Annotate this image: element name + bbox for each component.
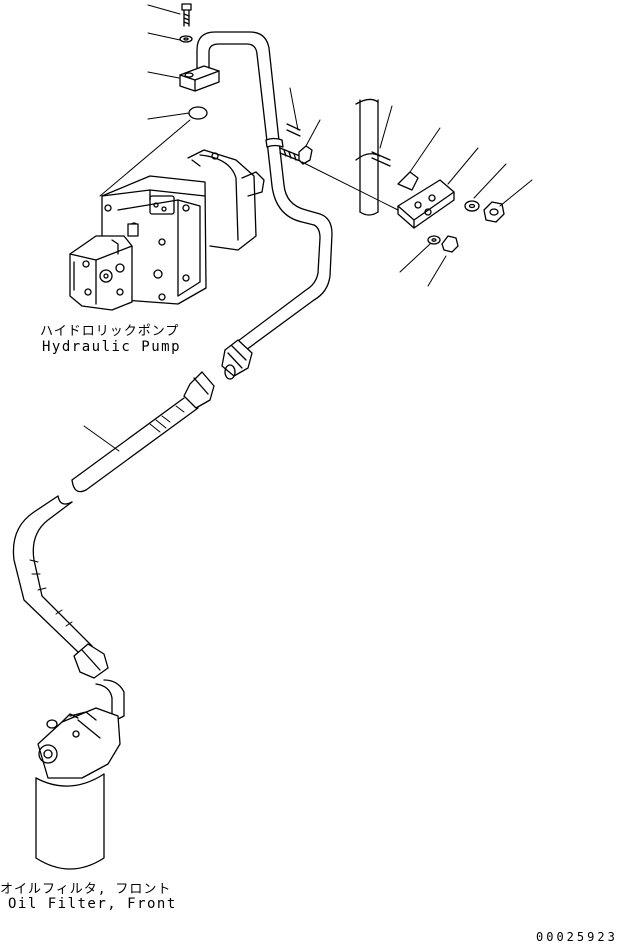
pipe-clamp xyxy=(266,124,312,164)
o-ring xyxy=(189,107,207,119)
hydraulic-pump xyxy=(70,150,264,310)
pump-label-en: Hydraulic Pump xyxy=(42,339,182,355)
filter-label-en: Oil Filter, Front xyxy=(8,896,177,912)
bolt xyxy=(182,4,191,26)
flexible-hose xyxy=(13,372,214,724)
frame-post xyxy=(356,99,390,215)
leader-lines-right xyxy=(290,88,532,286)
fasteners-right xyxy=(428,201,504,252)
drawing-number: 00025923 xyxy=(536,930,618,944)
oil-filter xyxy=(36,708,120,869)
mounting-plate xyxy=(398,180,454,228)
leader-lines-left xyxy=(84,5,189,451)
rigid-pipe xyxy=(197,32,332,350)
pump-label-jp: ハイドロリックポンプ xyxy=(40,324,180,339)
clip xyxy=(398,172,418,190)
flange-clamp xyxy=(180,66,219,91)
filter-label-jp: オイルフィルタ, フロント xyxy=(0,882,172,897)
washer xyxy=(180,36,192,42)
pipe-fitting xyxy=(222,340,252,379)
